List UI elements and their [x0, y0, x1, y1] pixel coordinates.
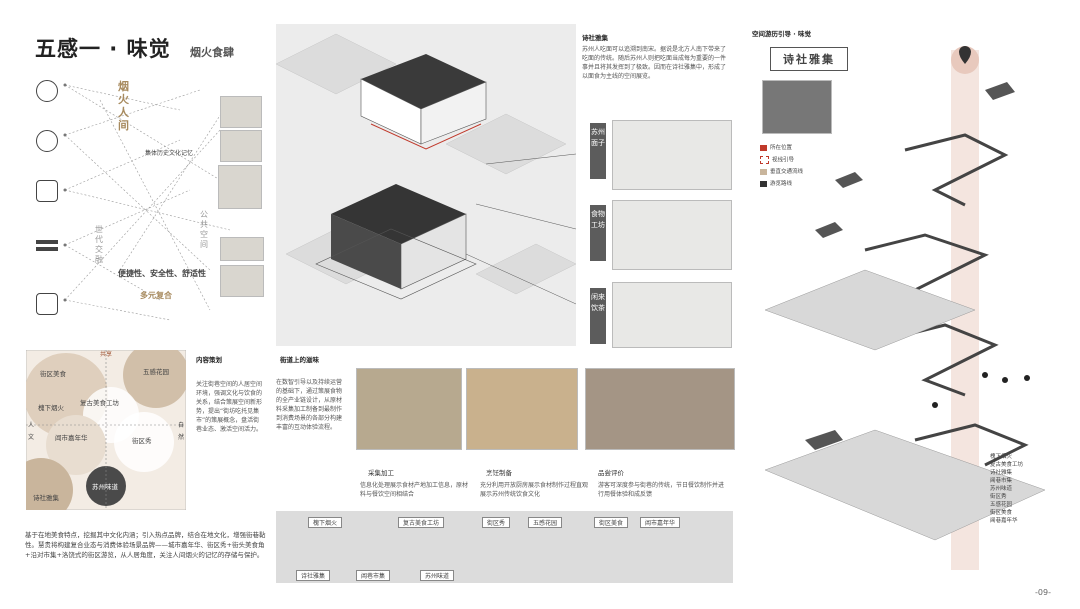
- legend-item: 所在位置: [760, 144, 792, 152]
- quad-label: 诗社雅集: [33, 494, 59, 502]
- route-item: 阊巷市集: [990, 478, 1013, 484]
- route-item: 街区美食: [990, 510, 1013, 516]
- bottom-description: 基于在地美食特点，挖掘其中文化内涵；引入热点品牌，结合在地文化，增强街巷黏性。慧…: [25, 531, 266, 559]
- legend-item: 视线引导: [760, 156, 794, 165]
- label-comfort: 便捷性、安全性、舒适性: [118, 269, 206, 278]
- strip-tag: 苏州味道: [420, 570, 455, 581]
- label-public: 公共空间: [200, 210, 208, 249]
- quad-label: 复古美食工坊: [80, 399, 119, 407]
- association-diagram: [63, 83, 231, 321]
- label-yanhuo: 烟火人间: [118, 80, 129, 132]
- strip-tag: 诗社雅集: [296, 570, 331, 581]
- sightline-icon: [760, 156, 769, 164]
- legend-item: 游览路线: [760, 180, 792, 188]
- location-icon: [760, 144, 767, 151]
- route-photo: [762, 80, 832, 134]
- label-multi: 多元复合: [140, 291, 172, 300]
- quad-label: 苏州味道: [92, 483, 118, 491]
- vertical-flow-icon: [760, 168, 767, 175]
- quad-top: 共享: [100, 351, 113, 358]
- content-plan-heading: 内容策划: [196, 356, 222, 364]
- quad-label: 街区美食: [40, 370, 66, 378]
- strip-tag: 五感花园: [528, 517, 563, 528]
- panel-label-workshop: 食物工坊: [590, 205, 606, 261]
- quad-label: 槐下烟火: [38, 404, 64, 412]
- photo-3: [218, 165, 262, 209]
- route-item: 五感花园: [990, 502, 1013, 508]
- route-axonometric: [764, 46, 1046, 570]
- legend-label: 游览路线: [770, 181, 793, 187]
- tour-route-icon: [760, 180, 767, 187]
- legend-label: 垂直交通流线: [770, 169, 804, 175]
- step-desc: 充分利用开放厨房展示食材制作过程直观展示苏州传统饮食文化: [480, 482, 589, 498]
- photo-2: [220, 130, 262, 162]
- panel-label-noodle: 苏州面子: [590, 123, 606, 179]
- route-list: 槐下烟火 复古美食工坊 诗社雅集 阊巷市集 苏州味道 街区秀 五感花园 街区美食…: [990, 453, 1023, 525]
- route-item: 街区秀: [990, 494, 1007, 500]
- photo-5: [220, 265, 264, 297]
- route-sign: 诗社雅集: [770, 47, 848, 71]
- panel-noodle: [612, 120, 732, 190]
- panel-tea: [612, 282, 732, 348]
- step-photo-2: [466, 368, 578, 450]
- strip-tag: 复古美食工坊: [398, 517, 445, 528]
- step-desc: 游客可深度参与街巷的传统，节日餐饮制作并进行用餐体验和成反馈: [598, 482, 725, 498]
- legend-label: 所在位置: [770, 145, 793, 151]
- quad-label: 街区秀: [132, 437, 152, 445]
- page-number: -09-: [1035, 588, 1051, 597]
- shishe-heading: 诗社雅集: [582, 34, 608, 42]
- step-photo-1: [356, 368, 462, 450]
- legend-label: 视线引导: [772, 157, 795, 164]
- quad-label: 五感花园: [143, 368, 169, 376]
- quadrant-diagram: [26, 350, 186, 510]
- route-heading: 空间游历引导 · 味觉: [752, 30, 811, 38]
- route-item: 苏州味道: [990, 486, 1013, 492]
- step-desc: 信息化处理展示食材产地加工信息，原材料与餐饮空间相结合: [360, 482, 469, 498]
- eye-icon: [36, 80, 58, 102]
- content-plan-body: 关注街巷空间的人居空间环境，强调文化与饮食的关系，结合策展空间新形势，提出“街坊…: [196, 381, 263, 433]
- route-item: 诗社雅集: [990, 470, 1013, 476]
- step-label: 采集加工: [368, 469, 394, 477]
- family-icon: [36, 293, 58, 315]
- quad-label: 阊市嘉年华: [55, 434, 88, 442]
- photo-4: [220, 237, 264, 261]
- street-heading: 街道上的滋味: [280, 356, 319, 364]
- photo-1: [220, 96, 262, 128]
- people-icon: [36, 180, 58, 202]
- label-memory: 集体历史文化记忆: [145, 150, 194, 157]
- shishe-body: 苏州人吃面可以追溯到南宋。据说是北方人南下带来了吃面的传统。随后苏州人则把吃面当…: [582, 46, 727, 80]
- sense-icons: [33, 80, 63, 320]
- step-label: 烹饪制备: [486, 469, 512, 477]
- step-label: 品尝评价: [598, 469, 624, 477]
- route-item: 槐下烟火: [990, 454, 1013, 460]
- equal-icon: [36, 240, 58, 244]
- label-shidai: 世代交融: [95, 225, 103, 264]
- strip-tag: 街区秀: [482, 517, 511, 528]
- step-photo-3: [585, 368, 735, 450]
- strip-tag: 阊市嘉年华: [640, 517, 681, 528]
- route-item: 阊巷嘉年华: [990, 518, 1018, 524]
- quad-left-top: 人: [28, 422, 35, 429]
- page-title: 五感一 · 味觉: [35, 37, 171, 61]
- quad-right-top: 自: [178, 422, 185, 429]
- axonometric-drawing: [276, 33, 576, 305]
- page-subtitle: 烟火食肆: [190, 46, 234, 59]
- route-item: 复古美食工坊: [990, 462, 1024, 468]
- strip-tag: 阊巷市集: [356, 570, 391, 581]
- legend-item: 垂直交通流线: [760, 168, 803, 176]
- panel-label-tea: 闲来饮茶: [590, 288, 606, 344]
- panel-workshop: [612, 200, 732, 270]
- strip-tag: 街区美食: [594, 517, 629, 528]
- quad-right-bottom: 然: [178, 434, 185, 441]
- street-body: 在数智引导以及持续运营的基础下，通过策展食物的全产业链设计，从原材料采集加工制备…: [276, 379, 343, 431]
- gear-icon: [36, 130, 58, 152]
- strip-tag: 槐下烟火: [308, 517, 343, 528]
- quad-left-bottom: 文: [28, 434, 35, 441]
